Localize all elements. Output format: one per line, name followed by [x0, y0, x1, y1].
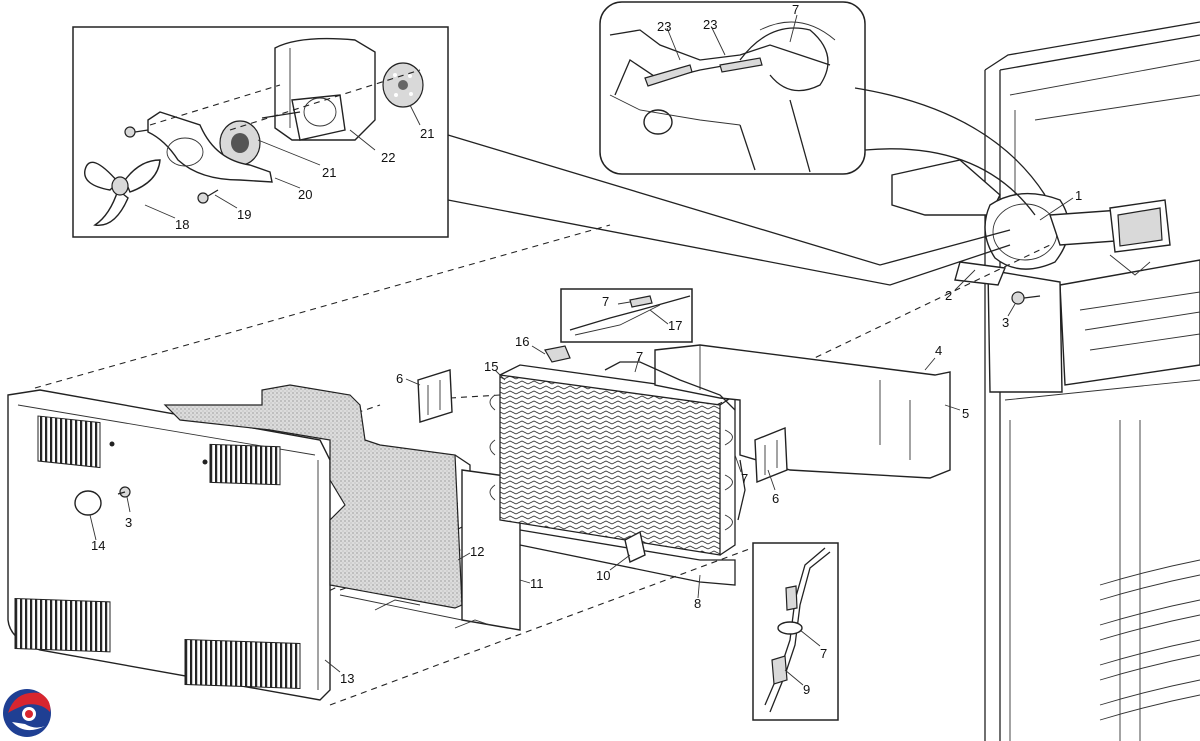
callout-20: 20: [298, 187, 312, 202]
callout-9: 9: [803, 682, 810, 697]
callout-8: 8: [694, 596, 701, 611]
callout-leaders: [89, 14, 1074, 686]
wire-harness: [737, 459, 746, 521]
callout-7: 7: [820, 646, 827, 661]
wire-harness: [604, 361, 736, 411]
callout-2: 2: [945, 288, 952, 303]
fan-shroud-assembly: [891, 159, 1171, 286]
mounting-clip: [754, 426, 788, 484]
mounting-clip: [417, 369, 453, 423]
callout-3: 3: [1002, 315, 1009, 330]
callout-7: 7: [792, 2, 799, 17]
sensor-icon: [544, 345, 571, 363]
callout-21: 21: [322, 165, 336, 180]
callout-16: 16: [515, 334, 529, 349]
callout-3: 3: [125, 515, 132, 530]
callout-23: 23: [657, 19, 671, 34]
callout-15: 15: [484, 359, 498, 374]
callout-11: 11: [530, 576, 544, 591]
callout-10: 10: [596, 568, 610, 583]
callout-7: 7: [636, 349, 643, 364]
rubber-grommet-icon: [219, 120, 261, 166]
callout-14: 14: [91, 538, 105, 553]
inset-fan-motor: [72, 26, 449, 238]
screw-icon: [124, 126, 149, 138]
callout-labels: 1 2 3 3 4 5 6 6 7 7 7 7 7 8 9 10 11 12 1…: [91, 2, 1082, 697]
leader-line: [447, 134, 1011, 266]
refrigerator-cabinet: [984, 21, 1200, 741]
cap-plug-icon: [74, 490, 102, 516]
callout-23: 23: [703, 17, 717, 32]
callout-17: 17: [668, 318, 682, 333]
callout-18: 18: [175, 217, 189, 232]
screw-icon: [117, 486, 131, 498]
callout-6: 6: [396, 371, 403, 386]
leader-line: [447, 199, 1011, 286]
leader-line: [854, 87, 1046, 196]
inset-sensor-17: [560, 288, 693, 343]
callout-13: 13: [340, 671, 354, 686]
tube-clip: [624, 530, 646, 564]
callout-7: 7: [741, 471, 748, 486]
callout-7: 7: [602, 294, 609, 309]
evaporator-coil: [489, 364, 737, 586]
drip-tray: [654, 344, 951, 479]
rubber-disc-icon: [382, 62, 424, 108]
swirl-logo-icon: [3, 689, 51, 737]
screw-icon: [197, 189, 219, 204]
inset-wiring-bottom: [752, 542, 839, 721]
rear-cover-panel: [7, 389, 331, 701]
callout-22: 22: [381, 150, 395, 165]
callout-12: 12: [470, 544, 484, 559]
callout-21: 21: [420, 126, 434, 141]
callout-4: 4: [935, 343, 942, 358]
callout-19: 19: [237, 207, 251, 222]
callout-1: 1: [1075, 188, 1082, 203]
callout-5: 5: [962, 406, 969, 421]
fan-blade-icon: [84, 159, 161, 226]
screw-icon: [1011, 291, 1041, 305]
inset-wiring-top: [599, 1, 866, 175]
leader-line: [864, 148, 1036, 216]
callout-6: 6: [772, 491, 779, 506]
